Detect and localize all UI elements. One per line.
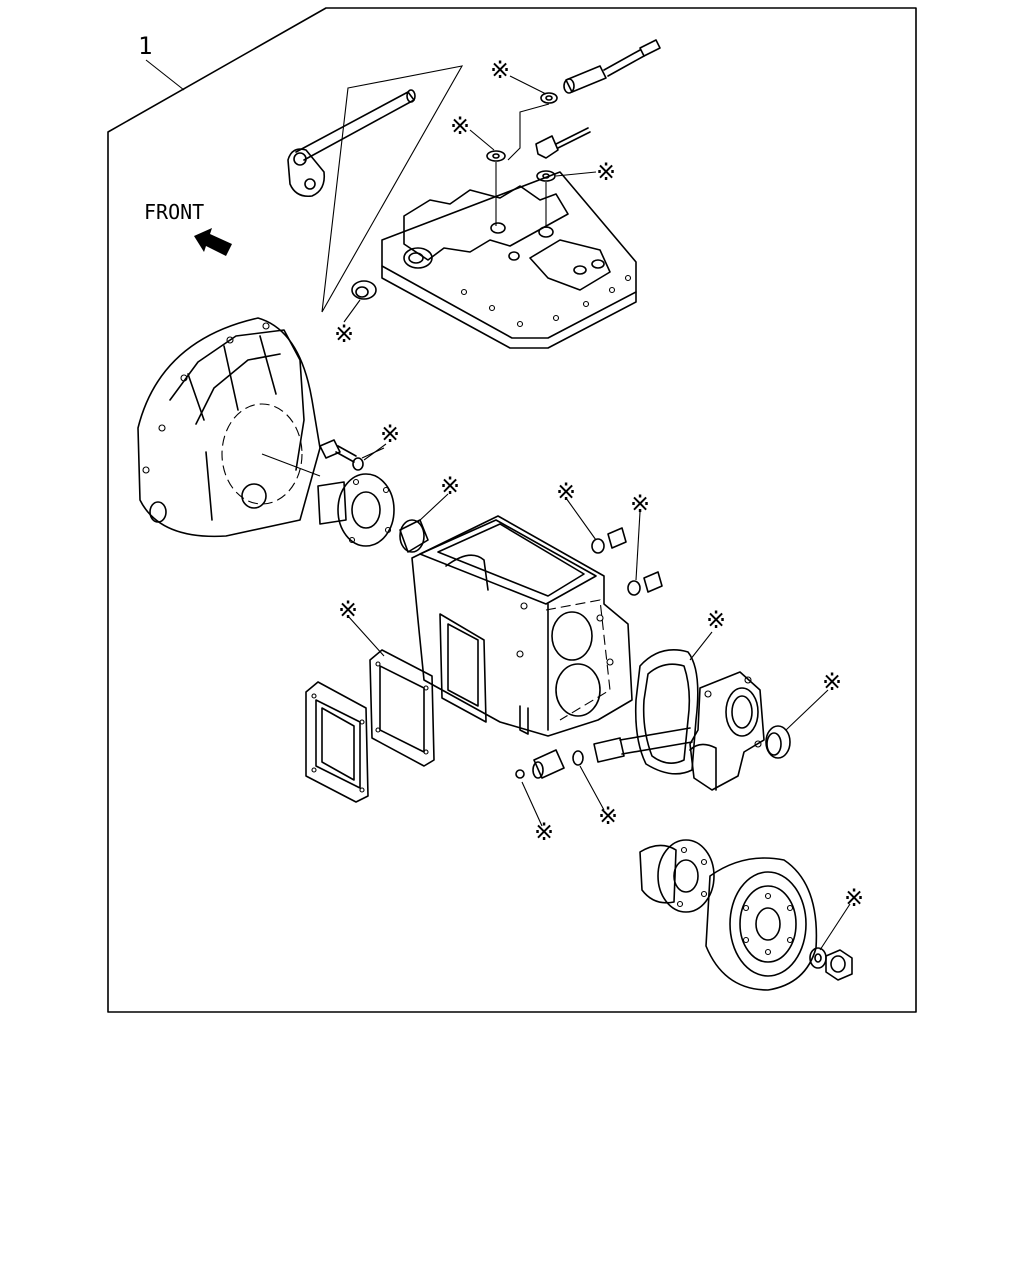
mark-retainer-oil-seal: ※ bbox=[440, 472, 460, 500]
shift-shaft bbox=[287, 89, 416, 198]
cover-oil-seal bbox=[351, 280, 377, 300]
mark-retainer-bolt: ※ bbox=[380, 420, 400, 448]
callout-leader bbox=[145, 59, 185, 91]
rear-gasket bbox=[634, 649, 699, 775]
bearing-retainer bbox=[317, 473, 395, 547]
bearing-retainer-bolt bbox=[319, 439, 364, 471]
transmission-case bbox=[411, 515, 633, 737]
switch-washer bbox=[540, 92, 558, 104]
mark-small-o-ring: ※ bbox=[534, 818, 554, 846]
speedometer-sleeve bbox=[532, 749, 565, 779]
mark-leader-lines bbox=[343, 75, 851, 951]
pto-gasket bbox=[369, 649, 435, 767]
speedometer-gear bbox=[593, 727, 693, 763]
mark-switch-washer: ※ bbox=[490, 56, 510, 84]
case-plug-upper bbox=[607, 527, 627, 549]
pto-cover bbox=[305, 681, 369, 803]
rear-oil-seal bbox=[765, 725, 791, 759]
mark-rear-gasket: ※ bbox=[706, 606, 726, 634]
mark-sleeve-o-ring: ※ bbox=[598, 802, 618, 830]
bolt-washer bbox=[486, 150, 506, 162]
sleeve-o-ring bbox=[572, 750, 584, 766]
mark-rear-oil-seal: ※ bbox=[822, 668, 842, 696]
case-plug-washer bbox=[591, 538, 605, 554]
flange-nut bbox=[825, 949, 853, 981]
case-plug-lower bbox=[627, 571, 663, 596]
mark-case-plug-lower: ※ bbox=[630, 490, 650, 518]
retainer-oil-seal bbox=[399, 519, 429, 553]
brake-drum bbox=[705, 857, 818, 991]
switch-leader bbox=[507, 103, 550, 161]
mark-cover-seal-washer: ※ bbox=[596, 158, 616, 186]
neutral-switch bbox=[563, 39, 661, 94]
front-arrow-icon bbox=[194, 228, 232, 256]
mark-pto-gasket: ※ bbox=[338, 596, 358, 624]
housing-axis-line bbox=[261, 453, 321, 477]
cover-seal-washer bbox=[536, 170, 556, 182]
mark-bolt-washer: ※ bbox=[450, 112, 470, 140]
clutch-housing bbox=[137, 317, 321, 538]
replacement-marks: ※ ※ ※ ※ ※ ※ ※ ※ ※ ※ ※ ※ ※ ※ bbox=[334, 56, 864, 912]
cover-bolt bbox=[535, 127, 591, 159]
assembly-frame bbox=[107, 7, 917, 1013]
front-label: FRONT bbox=[144, 200, 204, 224]
callout-number: 1 bbox=[138, 32, 152, 60]
extension-housing bbox=[689, 671, 765, 791]
gear-shift-cover bbox=[381, 171, 637, 349]
companion-flange bbox=[639, 839, 715, 913]
mark-flange-washer: ※ bbox=[844, 884, 864, 912]
shaft-guide-lines bbox=[321, 65, 464, 313]
mark-case-plug-upper: ※ bbox=[556, 478, 576, 506]
mark-cover-oil-seal: ※ bbox=[334, 320, 354, 348]
small-o-ring bbox=[515, 769, 525, 779]
